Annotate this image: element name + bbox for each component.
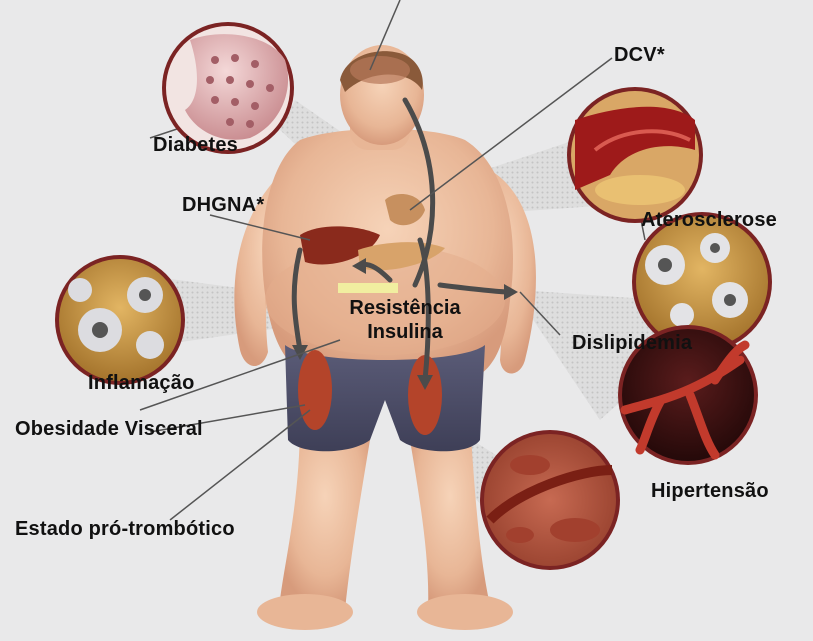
label-inflamacao: Inflamação xyxy=(88,372,194,395)
label-dislipidemia: Dislipidemia xyxy=(572,332,692,355)
inset-trombotico xyxy=(480,430,620,570)
label-obesidade-visceral: Obesidade Visceral xyxy=(15,418,203,441)
label-resistencia-insulina: Resistência Insulina xyxy=(325,296,485,344)
label-resistencia-line1: Resistência xyxy=(325,296,485,320)
muscle-left xyxy=(298,350,332,430)
label-dhgna: DHGNA* xyxy=(182,194,264,217)
label-resistencia-line2: Insulina xyxy=(325,320,485,344)
label-aterosclerose: Aterosclerose xyxy=(641,209,777,232)
label-hipertensao: Hipertensão xyxy=(651,480,769,503)
inset-inflamacao xyxy=(55,255,185,385)
highlight-bar xyxy=(338,283,398,293)
label-dcv: DCV* xyxy=(614,44,665,67)
inset-dcv xyxy=(567,87,703,223)
label-estado-pro-trombotico: Estado pró-trombótico xyxy=(15,518,235,541)
label-diabetes: Diabetes xyxy=(153,134,238,157)
